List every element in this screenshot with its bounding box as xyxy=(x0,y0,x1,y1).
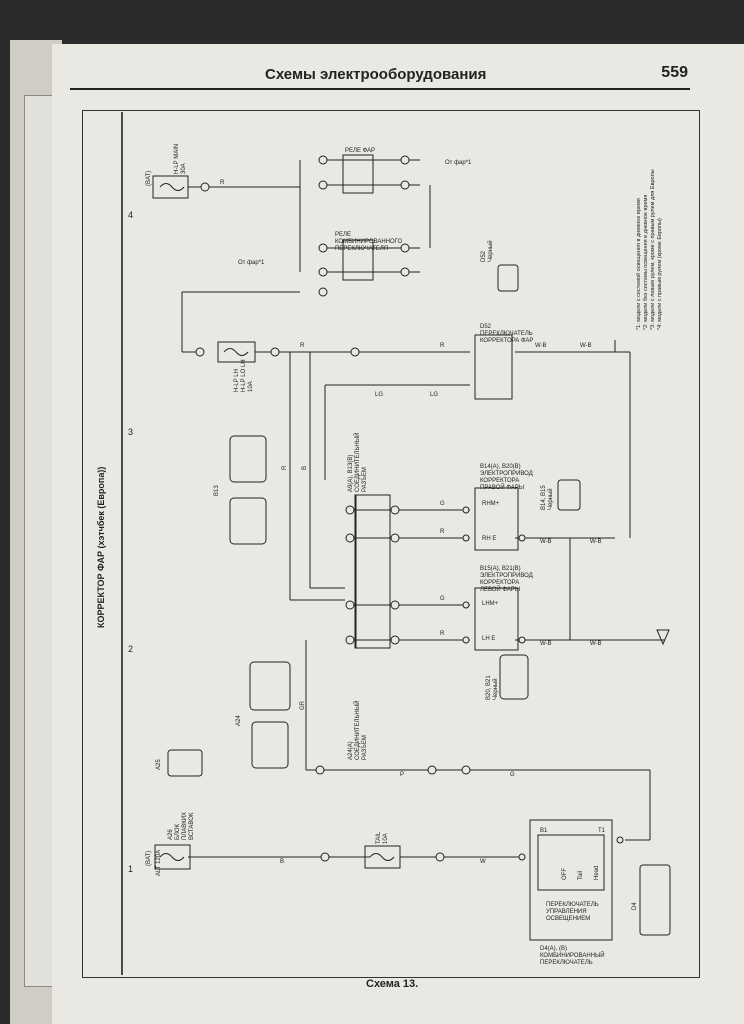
switch-position: Head xyxy=(594,866,600,880)
wire-color: W-B xyxy=(580,343,592,349)
from-headlight-label: От фар*1 xyxy=(445,160,472,166)
figure-caption: Схема 13. xyxy=(366,978,419,990)
pin-label: RH E xyxy=(482,536,496,542)
joint-connector-label: A24(A)СОЕДИНИТЕЛЬНЫЙРАЗЪЕМ xyxy=(348,701,368,760)
wire-color: B xyxy=(280,859,284,865)
wire-color: R xyxy=(220,180,225,186)
fuse-hlp-label: H-LP LHH-LP LO LH10A xyxy=(234,359,254,392)
grid-number: 3 xyxy=(128,427,133,437)
wire-color: R xyxy=(300,343,305,349)
note: *1: модели с системой освещения в дневно… xyxy=(635,198,642,330)
fuse-alt-label: ALT 120A xyxy=(156,850,162,876)
wire-color: P xyxy=(400,772,404,778)
wire-color: LG xyxy=(375,392,383,398)
grid-number: 1 xyxy=(128,864,133,874)
switch-terminal: B1 xyxy=(540,828,548,834)
actuator-left-connector: B20, B21Черный xyxy=(486,675,499,700)
actuator-right-connector: B14, B15Черный xyxy=(541,485,554,510)
wire-color: R xyxy=(440,631,445,637)
wire-color: GR xyxy=(300,700,306,710)
wire-color: R xyxy=(440,343,445,349)
wire-color: W-B xyxy=(540,539,552,545)
note: *4: модели с правым рулем (кроме Европы) xyxy=(657,218,663,330)
wire-color: W xyxy=(480,859,486,865)
pin-label: RHM+ xyxy=(482,501,500,507)
connector-a25-label: A25 xyxy=(156,759,162,770)
bat-label: (BAT) xyxy=(146,171,152,186)
switch-position: OFF xyxy=(562,868,568,880)
fuse-tail-label: TAIL10A xyxy=(376,831,389,844)
wire-color: LG xyxy=(430,392,438,398)
page-header: Схемы электрооборудования 559 xyxy=(70,64,690,90)
pin-label: LHM+ xyxy=(482,601,499,607)
wire-color: G xyxy=(510,772,515,778)
switch-terminal: T1 xyxy=(598,828,606,834)
fuse-box-label: A26БЛОКПЛАВКИХВСТАВОК xyxy=(168,812,195,840)
grid-number: 4 xyxy=(128,210,133,220)
grid-number: 2 xyxy=(128,644,133,654)
wire-color: G xyxy=(440,501,445,507)
connector-d4-label: D4 xyxy=(632,902,638,910)
from-headlight-label: От фар*1 xyxy=(238,260,265,266)
page-number: 559 xyxy=(661,64,688,81)
wire-color: R xyxy=(282,465,288,470)
diagram-frame xyxy=(82,110,700,978)
joint-connector-label: A9(A), B13(B)СОЕДИНИТЕЛЬНЫЙРАЗЪЕМ xyxy=(348,433,368,492)
note: *2: модели без системы освещения в дневн… xyxy=(643,195,649,330)
note: *3: модели с левым рулем, кроме с правым… xyxy=(650,169,656,330)
wire-color: W-B xyxy=(535,343,547,349)
fuse-main-label: H-LP MAIN30A xyxy=(174,144,187,174)
wire-color: B xyxy=(302,466,308,470)
page xyxy=(52,44,744,1024)
wire-color: R xyxy=(440,529,445,535)
wire-color: W-B xyxy=(590,539,602,545)
switch-position: Tail xyxy=(578,871,584,880)
wire-color: G xyxy=(440,596,445,602)
bat-label: (BAT) xyxy=(146,851,152,866)
connector-a24-label: A24 xyxy=(236,715,242,726)
diagram-title: КОРРЕКТОР ФАР (хэтчбек (Европа)) xyxy=(96,467,106,628)
header-title: Схемы электрооборудования xyxy=(265,66,487,83)
pin-label: LH E xyxy=(482,636,495,642)
connector-b13-label: B13 xyxy=(214,485,220,496)
d52-color-label: D52Черный xyxy=(481,240,494,262)
wire-color: W-B xyxy=(540,641,552,647)
wire-color: W-B xyxy=(590,641,602,647)
relay-headlight-label: РЕЛЕ ФАР xyxy=(345,148,375,154)
